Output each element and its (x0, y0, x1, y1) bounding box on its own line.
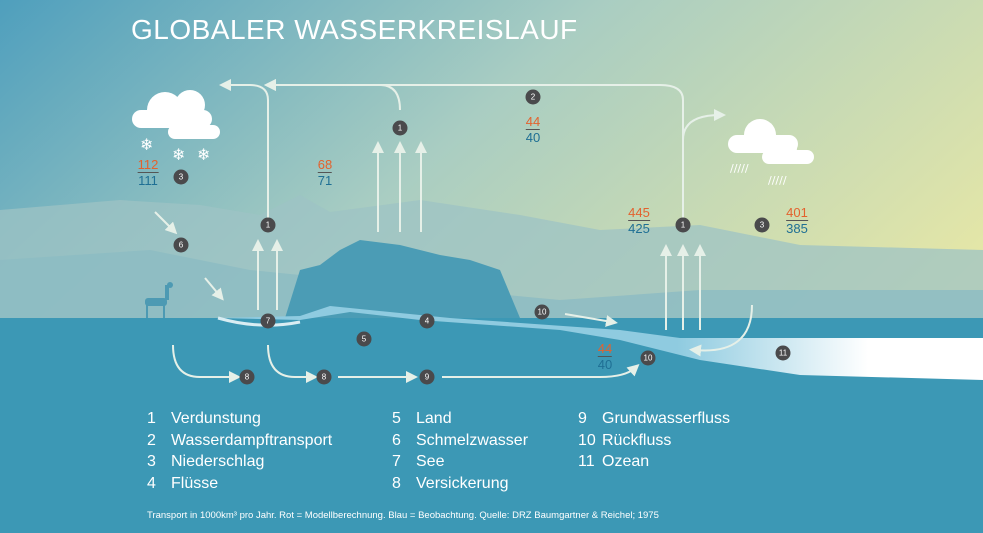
forest (285, 240, 520, 318)
svg-text://///: ///// (730, 162, 749, 175)
badge-groundwater: 9 (419, 369, 435, 385)
observed-value: 385 (786, 221, 808, 236)
cloud-rain-icon: ///// ///// (728, 119, 814, 187)
svg-text:❄: ❄ (197, 145, 210, 164)
badge-precipitation: 3 (754, 217, 770, 233)
badge-infiltration: 8 (239, 369, 255, 385)
observed-value: 71 (317, 173, 333, 188)
badge-evaporation: 1 (675, 217, 691, 233)
modelled-value: 68 (317, 157, 333, 173)
svg-text:❄: ❄ (172, 145, 185, 164)
badge-evaporation: 1 (260, 217, 276, 233)
observed-value: 40 (525, 130, 541, 145)
svg-text://///: ///// (768, 174, 787, 187)
badge-precipitation: 3 (173, 169, 189, 185)
modelled-value: 44 (525, 114, 541, 130)
page-title: GLOBALER WASSERKREISLAUF (131, 14, 578, 45)
badge-vapor-transport: 2 (525, 89, 541, 105)
mountains-front (0, 250, 983, 330)
modelled-value: 401 (786, 205, 808, 221)
svg-text:❄: ❄ (140, 135, 153, 154)
modelled-value: 112 (137, 157, 159, 173)
ocean-surface (218, 306, 983, 380)
badge-lake: 7 (260, 313, 276, 329)
cloud-snow-icon: ❄ ❄ ❄ (132, 90, 220, 164)
badge-rivers: 4 (419, 313, 435, 329)
badge-infiltration: 8 (316, 369, 332, 385)
badge-return-flow: 10 (640, 350, 656, 366)
deer-icon (145, 282, 173, 318)
badge-return-flow: 10 (534, 304, 550, 320)
modelled-value: 44 (597, 341, 613, 357)
badge-ocean: 11 (775, 345, 791, 361)
observed-value: 111 (138, 173, 158, 188)
source-footnote: Transport in 1000km³ pro Jahr. Rot = Mod… (147, 510, 659, 521)
badge-evaporation: 1 (392, 120, 408, 136)
modelled-value: 445 (628, 205, 650, 221)
observed-value: 425 (628, 221, 650, 236)
badge-meltwater: 6 (173, 237, 189, 253)
badge-land: 5 (356, 331, 372, 347)
observed-value: 40 (597, 357, 613, 372)
